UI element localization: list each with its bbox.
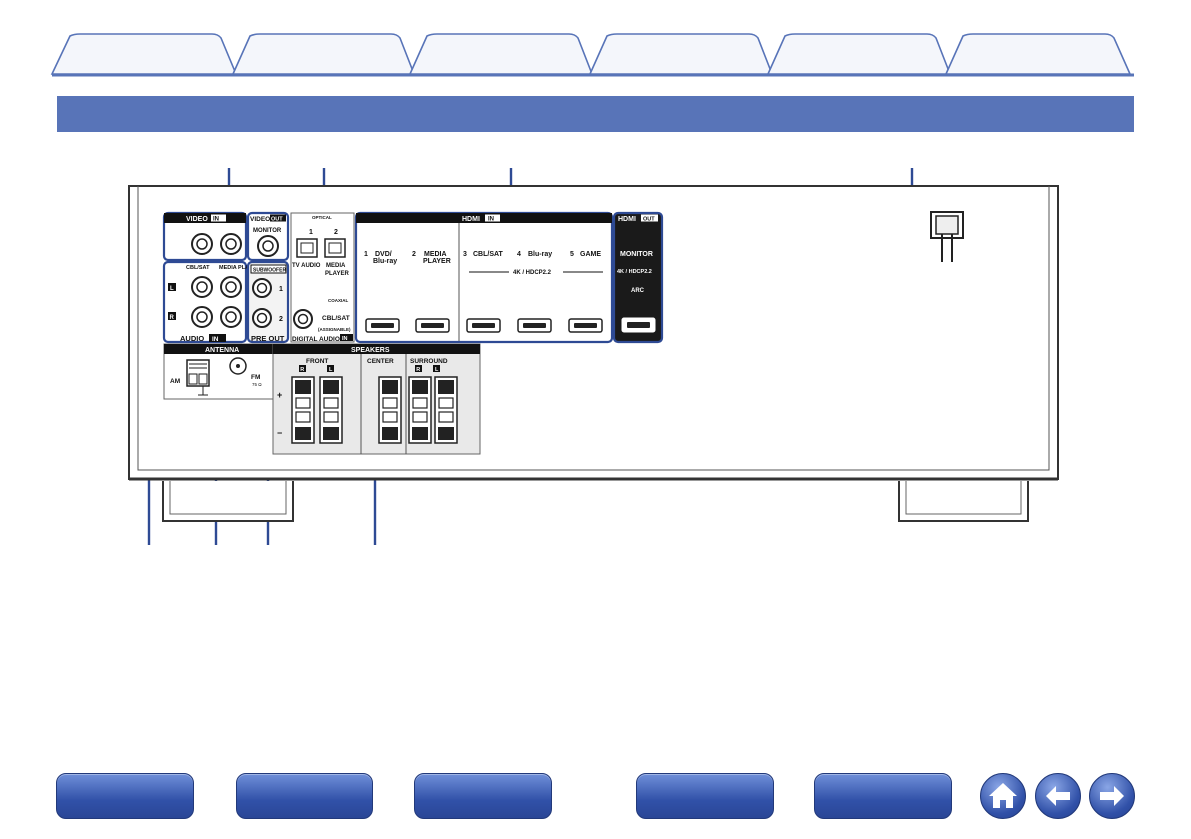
svg-text:4: 4 xyxy=(517,251,521,258)
svg-text:GAME: GAME xyxy=(580,251,601,258)
tab-4 xyxy=(588,33,774,75)
svg-text:DVD/: DVD/ xyxy=(375,251,392,258)
svg-text:+: + xyxy=(277,390,282,400)
svg-text:5: 5 xyxy=(570,251,574,258)
svg-text:L: L xyxy=(170,286,174,292)
svg-text:AM: AM xyxy=(170,378,180,385)
svg-text:DIGITAL AUDIO: DIGITAL AUDIO xyxy=(292,336,340,343)
pre-out-block: SUBWOOFER 1 2 PRE OUT xyxy=(246,260,290,344)
nav-button-3[interactable] xyxy=(414,773,552,819)
svg-text:CBL/SAT: CBL/SAT xyxy=(473,251,504,258)
svg-text:COAXIAL: COAXIAL xyxy=(328,298,349,303)
svg-text:R: R xyxy=(300,367,304,373)
back-button[interactable] xyxy=(1035,773,1081,819)
svg-text:2: 2 xyxy=(412,251,416,258)
svg-text:IN: IN xyxy=(342,336,348,342)
tab-6 xyxy=(944,33,1132,75)
svg-text:FRONT: FRONT xyxy=(306,358,328,365)
svg-text:IN: IN xyxy=(213,217,219,223)
home-button[interactable] xyxy=(980,773,1026,819)
svg-text:SURROUND: SURROUND xyxy=(410,358,448,365)
audio-in-block: CBL/SAT MEDIA PLAYER L R AUDIO IN xyxy=(162,260,260,344)
svg-text:CBL/SAT: CBL/SAT xyxy=(322,315,350,322)
svg-text:(ASSIGNABLE): (ASSIGNABLE) xyxy=(318,327,351,332)
video-in-block: VIDEO IN xyxy=(162,211,248,262)
nav-button-2[interactable] xyxy=(236,773,373,819)
svg-text:VIDEO: VIDEO xyxy=(250,216,270,223)
right-foot xyxy=(898,481,1029,522)
svg-text:MONITOR: MONITOR xyxy=(620,251,653,258)
svg-text:CENTER: CENTER xyxy=(367,358,394,365)
svg-text:L: L xyxy=(329,367,333,373)
svg-text:4K / HDCP2.2: 4K / HDCP2.2 xyxy=(513,270,552,276)
home-icon xyxy=(989,783,1017,808)
svg-text:2: 2 xyxy=(279,316,283,323)
svg-text:OUT: OUT xyxy=(643,217,655,223)
svg-text:1: 1 xyxy=(309,229,313,236)
hdmi-out-block: HDMI OUT MONITOR 4K / HDCP2.2 ARC xyxy=(612,211,664,344)
svg-text:1: 1 xyxy=(279,286,283,293)
svg-text:Blu-ray: Blu-ray xyxy=(528,251,552,258)
svg-text:3: 3 xyxy=(463,251,467,258)
left-foot xyxy=(162,481,294,522)
chapter-tabs xyxy=(0,0,1191,80)
svg-text:1: 1 xyxy=(364,251,368,258)
svg-text:FM: FM xyxy=(251,374,260,381)
svg-text:Blu-ray: Blu-ray xyxy=(373,258,397,265)
svg-text:R: R xyxy=(170,315,175,321)
svg-text:IN: IN xyxy=(212,336,219,343)
arrow-right-icon xyxy=(1100,786,1124,806)
svg-text:OUT: OUT xyxy=(271,217,283,223)
svg-text:ANTENNA: ANTENNA xyxy=(205,347,239,354)
svg-text:PLAYER: PLAYER xyxy=(325,271,349,277)
speakers-block: SPEAKERS FRONT CENTER SURROUND R L R L +… xyxy=(272,343,481,455)
svg-text:MEDIA: MEDIA xyxy=(326,263,346,269)
hdmi-in-block: HDMI IN 1 DVD/ Blu-ray 2 MEDIA PLAYER 3 … xyxy=(354,211,614,344)
svg-text:4K / HDCP2.2: 4K / HDCP2.2 xyxy=(617,269,652,275)
forward-button[interactable] xyxy=(1089,773,1135,819)
svg-text:PRE OUT: PRE OUT xyxy=(251,334,285,343)
arrow-left-icon xyxy=(1046,786,1070,806)
svg-text:TV AUDIO: TV AUDIO xyxy=(292,263,321,269)
power-cord xyxy=(930,211,964,262)
tab-2 xyxy=(231,33,416,75)
svg-text:MEDIA: MEDIA xyxy=(424,251,447,258)
tab-5 xyxy=(766,33,952,75)
svg-text:VIDEO: VIDEO xyxy=(186,216,208,223)
svg-text:−: − xyxy=(277,428,282,438)
nav-button-5[interactable] xyxy=(814,773,952,819)
svg-text:IN: IN xyxy=(488,217,494,223)
svg-text:HDMI: HDMI xyxy=(462,216,480,223)
svg-text:2: 2 xyxy=(334,229,338,236)
svg-text:MEDIA PLAYER: MEDIA PLAYER xyxy=(219,265,260,271)
svg-text:OPTICAL: OPTICAL xyxy=(312,215,332,220)
antenna-block: ANTENNA AM FM 75 Ω xyxy=(163,343,289,400)
nav-button-1[interactable] xyxy=(56,773,194,819)
nav-button-4[interactable] xyxy=(636,773,774,819)
svg-text:CBL/SAT: CBL/SAT xyxy=(186,265,210,271)
svg-text:SUBWOOFER: SUBWOOFER xyxy=(253,268,286,274)
tab-1 xyxy=(50,33,238,75)
svg-text:SPEAKERS: SPEAKERS xyxy=(351,347,390,354)
svg-text:ARC: ARC xyxy=(631,288,645,294)
rear-panel-diagram: VIDEO IN VIDEO OUT MONITOR CBL/SAT MEDIA… xyxy=(128,168,1059,545)
svg-text:75 Ω: 75 Ω xyxy=(252,382,262,387)
svg-text:L: L xyxy=(435,367,439,373)
svg-text:PLAYER: PLAYER xyxy=(423,258,451,265)
svg-text:MONITOR: MONITOR xyxy=(253,228,282,234)
digital-audio-block: OPTICAL 1 2 TV AUDIO MEDIA PLAYER COAXIA… xyxy=(290,212,355,343)
tab-3 xyxy=(408,33,594,75)
svg-text:HDMI: HDMI xyxy=(618,216,636,223)
video-out-block: VIDEO OUT MONITOR xyxy=(246,211,290,262)
svg-text:R: R xyxy=(416,367,420,373)
svg-text:AUDIO: AUDIO xyxy=(180,334,204,343)
section-header-bar xyxy=(57,96,1134,132)
